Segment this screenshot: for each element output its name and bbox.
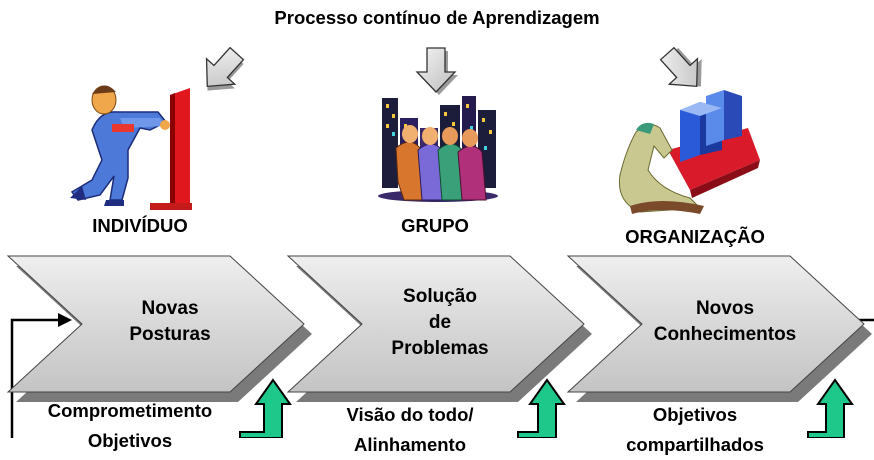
- chevron-line: Novos: [695, 298, 755, 319]
- diagram-graphics: [6, 46, 874, 438]
- bottom-line: Visão do todo/: [346, 404, 474, 425]
- chevron-line: Posturas: [129, 324, 211, 345]
- down-arrow-left-icon: [205, 46, 245, 91]
- chevron-line: de: [428, 312, 452, 333]
- bottom-line: Objetivos: [652, 404, 738, 425]
- bottom-text-grupo: Visão do todo/ Alinhamento: [315, 400, 505, 460]
- chevron-line: Conhecimentos: [653, 324, 797, 345]
- green-up-arrow-2-icon: [517, 378, 566, 438]
- chevron-line: Solução: [403, 286, 477, 307]
- down-arrow-right-icon: [659, 46, 702, 88]
- chevron-line: Problemas: [391, 338, 489, 359]
- chevron-text-organizacao: Novos Conhecimentos: [635, 296, 815, 348]
- chevron-grupo: [286, 255, 592, 402]
- chevron-text-individuo: Novas Posturas: [80, 296, 260, 348]
- person-pushing-wall-icon: [70, 85, 192, 210]
- hand-with-building-icon: [618, 90, 760, 214]
- down-arrow-center-icon: [415, 47, 458, 95]
- bottom-line: compartilhados: [626, 434, 764, 455]
- chevron-line: Novas: [141, 298, 199, 319]
- group-in-city-icon: [378, 96, 498, 202]
- bottom-text-individuo: Comprometimento Objetivos: [10, 396, 250, 456]
- green-up-arrow-3-icon: [807, 378, 854, 438]
- chevron-individuo: [6, 255, 312, 402]
- stage-label-organizacao: ORGANIZAÇÃO: [625, 226, 765, 247]
- bottom-line: Objetivos: [87, 430, 173, 451]
- feedback-arrowhead-icon: [58, 313, 72, 327]
- feedback-loop-left-line: [10, 318, 60, 438]
- chevron-text-grupo: Solução de Problemas: [350, 284, 530, 362]
- bottom-line: Comprometimento: [47, 400, 213, 421]
- green-up-arrow-1-icon: [239, 378, 292, 438]
- stage-label-grupo: GRUPO: [401, 215, 469, 236]
- stage-label-individuo: INDIVÍDUO: [92, 215, 188, 236]
- chevron-organizacao: [566, 255, 872, 402]
- bottom-text-organizacao: Objetivos compartilhados: [590, 400, 800, 460]
- diagram-title: Processo contínuo de Aprendizagem: [274, 7, 600, 28]
- bottom-line: Alinhamento: [353, 434, 467, 455]
